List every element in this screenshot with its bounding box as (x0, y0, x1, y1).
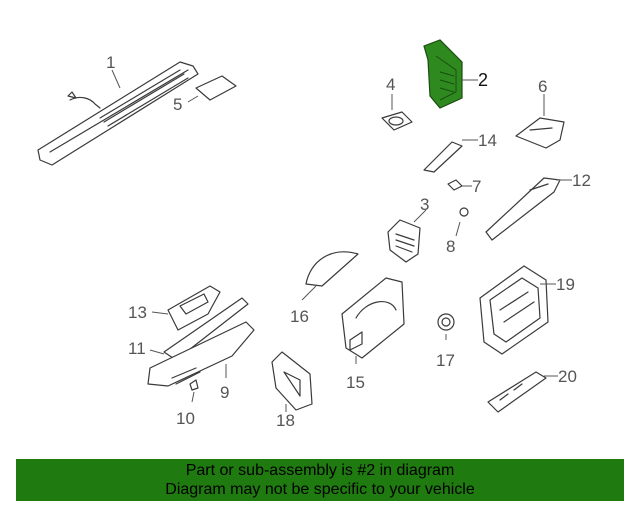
part-15-cluster-housing[interactable] (341, 277, 405, 359)
part-6-bracket[interactable] (515, 117, 565, 149)
banner-line-1: Part or sub-assembly is #2 in diagram (185, 462, 455, 479)
part-5-pad[interactable] (195, 75, 237, 101)
part-2-vent-highlighted[interactable] (423, 39, 463, 109)
callout-18[interactable]: 18 (276, 411, 295, 430)
part-1-cowl-panel[interactable] (37, 61, 199, 166)
part-12-trim-strip[interactable] (485, 177, 561, 241)
part-10-clip[interactable] (189, 379, 199, 391)
callout-10[interactable]: 10 (176, 409, 195, 428)
part-14-clip[interactable] (423, 141, 463, 173)
banner-line-2: Diagram may not be specific to your vehi… (165, 481, 475, 498)
callout-19[interactable]: 19 (556, 275, 575, 294)
part-8-screw[interactable] (459, 207, 469, 217)
part-9-knee-panel[interactable] (147, 321, 255, 387)
callout-9[interactable]: 9 (220, 383, 229, 402)
callout-16[interactable]: 16 (290, 307, 309, 326)
parts-diagram: 1 5 2 4 6 14 7 8 (37, 39, 591, 430)
callout-1[interactable]: 1 (106, 53, 115, 72)
callout-17[interactable]: 17 (436, 351, 455, 370)
info-banner: Part or sub-assembly is #2 in diagram Di… (16, 459, 624, 501)
part-20-switch-bracket[interactable] (487, 371, 547, 413)
callout-12[interactable]: 12 (572, 171, 591, 190)
callout-15[interactable]: 15 (346, 373, 365, 392)
callout-13[interactable]: 13 (128, 303, 147, 322)
part-7-clip[interactable] (447, 179, 463, 191)
callout-2[interactable]: 2 (478, 70, 488, 90)
part-16-lens[interactable] (305, 251, 359, 287)
part-4-knob[interactable] (381, 111, 413, 131)
callout-20[interactable]: 20 (558, 367, 577, 386)
part-3-vent[interactable] (387, 219, 421, 263)
callout-4[interactable]: 4 (386, 75, 395, 94)
part-18-side-panel[interactable] (271, 351, 313, 411)
part-2-body (423, 39, 463, 109)
callout-3[interactable]: 3 (420, 195, 429, 214)
part-13-glovebox-lid[interactable] (167, 285, 221, 331)
callout-6[interactable]: 6 (538, 77, 547, 96)
callout-14[interactable]: 14 (478, 131, 497, 150)
part-17-ring[interactable] (437, 313, 455, 331)
callout-5[interactable]: 5 (173, 95, 182, 114)
callout-8[interactable]: 8 (446, 237, 455, 256)
callout-7[interactable]: 7 (472, 177, 481, 196)
callout-11[interactable]: 11 (128, 339, 146, 358)
part-19-center-bezel[interactable] (479, 265, 549, 355)
